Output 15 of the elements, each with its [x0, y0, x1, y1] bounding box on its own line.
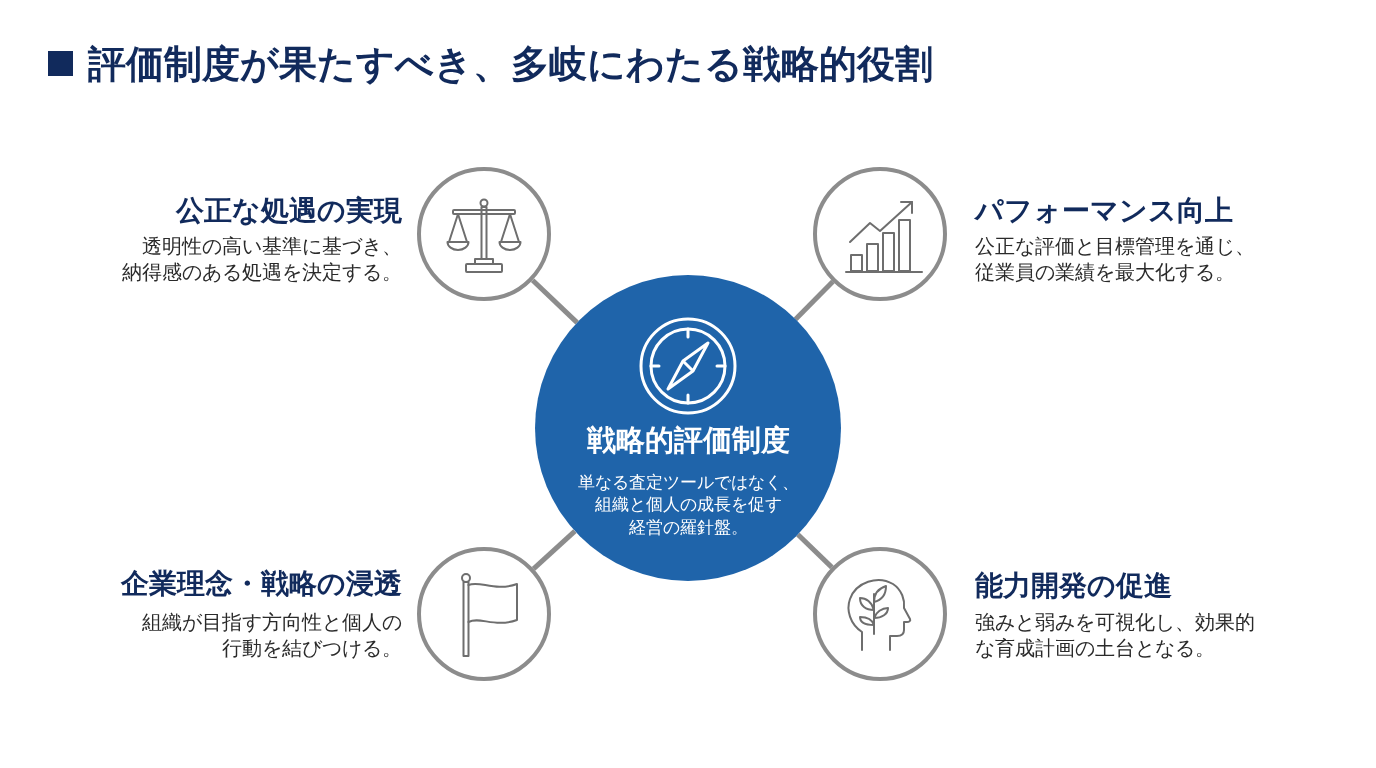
role-description: 公正な評価と目標管理を通じ、従業員の業績を最大化する。: [975, 233, 1255, 285]
title: 評価制度が果たすべき、多岐にわたる戦略的役割: [88, 41, 933, 88]
connector-line: [530, 278, 579, 325]
role-heading: 公正な処遇の実現: [176, 192, 402, 228]
role-description: 透明性の高い基準に基づき、納得感のある処遇を決定する。: [122, 233, 402, 285]
hub-heading: 戦略的評価制度: [585, 422, 791, 458]
role-heading: パフォーマンス向上: [975, 192, 1233, 228]
hub-description: 単なる査定ツールではなく、組織と個人の成長を促す経営の羅針盤。: [576, 470, 800, 539]
role-heading: 能力開発の促進: [975, 567, 1172, 603]
role-heading: 企業理念・戦略の浸透: [121, 565, 402, 601]
role-description: 強みと弱みを可視化し、効果的な育成計画の土台となる。: [975, 609, 1256, 661]
connector-line: [796, 532, 834, 570]
role-description: 組織が目指す方向性と個人の行動を結びつける。: [141, 609, 402, 661]
connector-line: [531, 529, 577, 571]
connector-line: [793, 279, 835, 322]
